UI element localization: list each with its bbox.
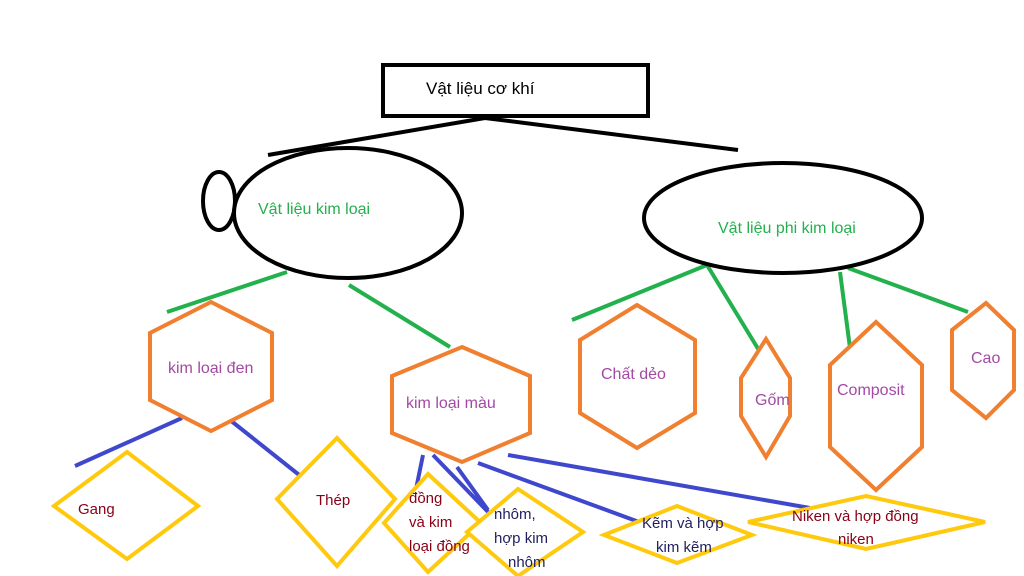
node-composite: Composit bbox=[828, 319, 924, 493]
ferrous-label: kim loại đen bbox=[168, 360, 253, 377]
node-metal: Vật liệu kim loại bbox=[201, 146, 464, 280]
connector-ferrous-thep bbox=[228, 418, 305, 480]
dong-line-2: và kim bbox=[409, 514, 452, 531]
nhom-label: nhôm, hợp kim nhôm bbox=[494, 506, 552, 571]
nonferrous-label: kim loại màu bbox=[406, 395, 496, 412]
dong-diamond bbox=[381, 471, 484, 575]
nonferrous-hexagon bbox=[390, 344, 532, 465]
connector-metal-ferrous bbox=[166, 270, 288, 314]
metal-ellipse bbox=[232, 146, 464, 280]
node-kem: Kẽm và hợp kim kẽm bbox=[598, 503, 758, 566]
nhom-line-3: nhôm bbox=[508, 554, 546, 571]
rubber-label: Cao bbox=[971, 350, 1000, 367]
gang-label: Gang bbox=[78, 501, 115, 518]
niken-diamond bbox=[747, 493, 986, 552]
kem-diamond bbox=[598, 503, 758, 566]
thep-diamond bbox=[274, 435, 398, 570]
niken-line-2: niken bbox=[838, 531, 874, 548]
nonmetal-label: Vật liệu phi kim loại bbox=[718, 220, 856, 237]
nhom-diamond bbox=[463, 486, 587, 576]
plastic-hexagon bbox=[578, 302, 697, 451]
kem-line-1: Kẽm và hợp bbox=[642, 515, 724, 532]
node-nhom: nhôm, hợp kim nhôm bbox=[463, 486, 587, 576]
node-niken: Niken và hợp đồng niken bbox=[747, 493, 986, 552]
connector-nonmetal-ceramic bbox=[705, 263, 762, 354]
node-nonferrous: kim loại màu bbox=[390, 344, 532, 465]
connector-nonferrous-niken bbox=[507, 453, 811, 510]
connector-ferrous-gang bbox=[74, 416, 183, 468]
nhom-line-1: nhôm, bbox=[494, 506, 536, 523]
connector-nonferrous-nhom-2 bbox=[455, 465, 490, 512]
dong-line-1: đồng bbox=[409, 490, 442, 507]
node-dong: đồng và kim loại đồng bbox=[381, 471, 484, 575]
dong-line-3: loại đồng bbox=[409, 538, 470, 555]
ferrous-hexagon bbox=[148, 299, 274, 434]
niken-label: Niken và hợp đồng niken bbox=[792, 508, 923, 548]
nonmetal-ellipse bbox=[642, 161, 924, 275]
thep-label: Thép bbox=[316, 492, 350, 509]
ceramic-hexagon bbox=[739, 335, 792, 461]
node-nonmetal: Vật liệu phi kim loại bbox=[642, 161, 924, 275]
niken-line-1: Niken và hợp đồng bbox=[792, 508, 919, 525]
plastic-label: Chất dẻo bbox=[601, 366, 666, 383]
root-label: Vật liệu cơ khí bbox=[426, 79, 535, 98]
metal-small-ellipse bbox=[201, 170, 237, 232]
root-box bbox=[381, 63, 650, 118]
node-rubber: Cao bbox=[950, 300, 1016, 421]
rubber-hexagon bbox=[950, 300, 1016, 421]
root-node: Vật liệu cơ khí bbox=[381, 63, 650, 118]
kem-label: Kẽm và hợp kim kẽm bbox=[642, 515, 728, 556]
nhom-line-2: hợp kim bbox=[494, 530, 548, 547]
composite-hexagon bbox=[828, 319, 924, 493]
kem-line-2: kim kẽm bbox=[656, 539, 712, 556]
node-gang: Gang bbox=[50, 449, 202, 562]
gang-diamond bbox=[50, 449, 202, 562]
root-connectors bbox=[267, 116, 739, 157]
dong-label: đồng và kim loại đồng bbox=[409, 490, 470, 555]
connector-nonmetal-rubber bbox=[847, 266, 969, 314]
composite-label: Composit bbox=[837, 382, 905, 399]
node-thep: Thép bbox=[274, 435, 398, 570]
connector-metal-nonferrous bbox=[347, 283, 452, 349]
connector-nonmetal-plastic bbox=[571, 263, 708, 322]
green-connectors bbox=[166, 263, 969, 354]
node-ceramic: Gốm bbox=[739, 335, 792, 461]
connector-root-metal bbox=[267, 116, 486, 157]
metal-label: Vật liệu kim loại bbox=[258, 201, 370, 218]
node-ferrous: kim loại đen bbox=[148, 299, 274, 434]
connector-root-nonmetal bbox=[484, 116, 739, 152]
connector-nonmetal-composite bbox=[838, 271, 852, 349]
ceramic-label: Gốm bbox=[755, 392, 790, 409]
node-plastic: Chất dẻo bbox=[578, 302, 697, 451]
